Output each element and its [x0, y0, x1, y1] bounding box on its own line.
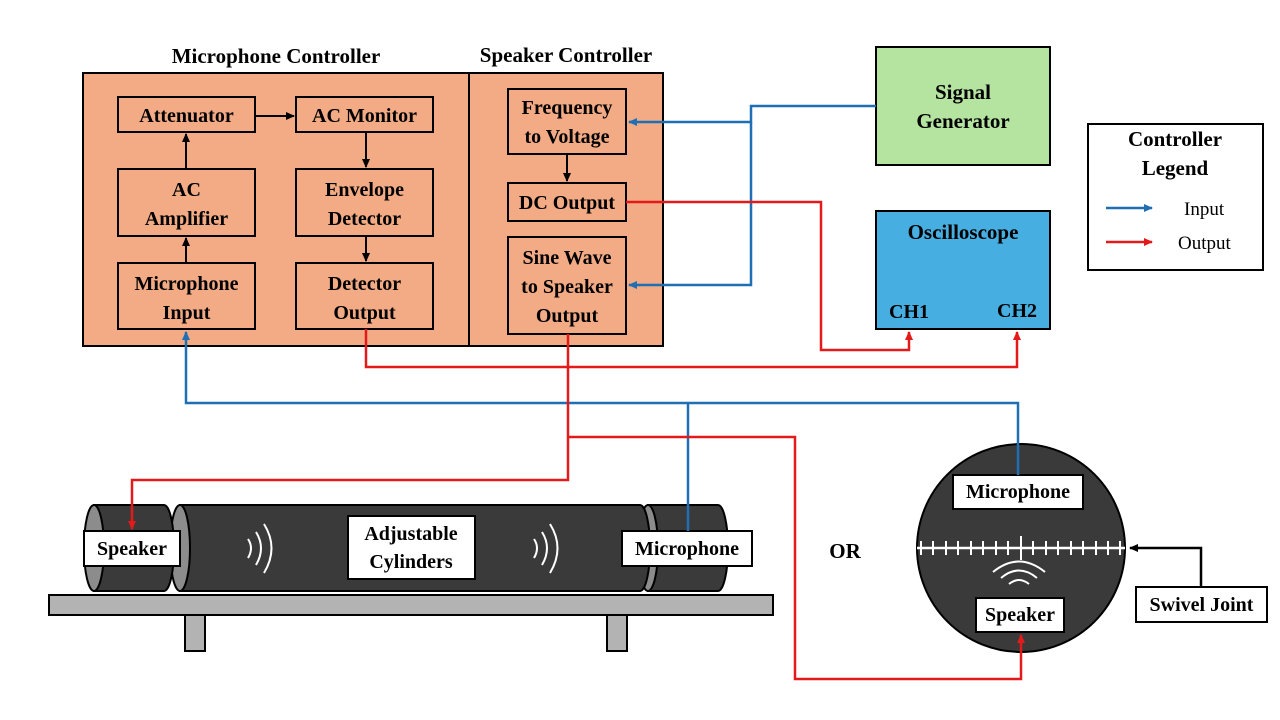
swivel-joint-tag: Swivel Joint — [1135, 586, 1268, 623]
svg-text:Speaker: Speaker — [985, 604, 1055, 626]
microphone-controller-heading: Microphone Controller — [172, 44, 381, 68]
circle-speaker-tag: Speaker — [975, 597, 1065, 633]
wire-sine-to-circle-speaker — [568, 435, 1025, 681]
wire-detector-to-ch2 — [364, 329, 1021, 369]
dc-output-block: DC Output — [507, 182, 627, 222]
ac-monitor-block: AC Monitor — [295, 96, 434, 133]
cylinder-microphone-tag: Microphone — [621, 530, 753, 567]
oscilloscope-block: Oscilloscope CH1 CH2 — [875, 210, 1051, 330]
svg-text:Speaker: Speaker — [97, 538, 167, 560]
cylinder-speaker-tag: Speaker — [83, 530, 181, 567]
legend-output-label: Output — [1178, 233, 1232, 254]
angle-scale — [920, 536, 1121, 560]
oscilloscope-ch2: CH2 — [997, 300, 1037, 322]
circle-microphone-tag: Microphone — [952, 474, 1084, 510]
oscilloscope-title: Oscilloscope — [908, 220, 1019, 244]
wire-sine-to-cylinder-speaker — [128, 334, 570, 530]
oscilloscope-ch1: CH1 — [889, 301, 929, 323]
wire-signal-to-frequency — [628, 104, 876, 126]
svg-text:Microphone: Microphone — [635, 538, 739, 560]
or-label: OR — [829, 539, 861, 563]
svg-text:Swivel Joint: Swivel Joint — [1150, 594, 1254, 616]
sound-waves-right-icon — [533, 523, 559, 574]
dc-output-label: DC Output — [519, 192, 615, 214]
sound-waves-left-icon — [247, 523, 273, 574]
wire-mic-to-controller — [182, 331, 1020, 475]
wire-dc-to-ch1 — [626, 200, 913, 352]
svg-text:Microphone: Microphone — [966, 481, 1070, 503]
legend-input-label: Input — [1184, 199, 1225, 220]
wire-signal-to-sine — [628, 122, 753, 289]
swivel-joint-arrow — [1129, 544, 1203, 587]
sound-waves-circle-icon — [992, 560, 1046, 585]
ac-monitor-label: AC Monitor — [312, 105, 417, 127]
attenuator-block: Attenuator — [117, 96, 256, 133]
attenuator-label: Attenuator — [139, 105, 234, 127]
input-wiring — [182, 104, 1020, 531]
bench-table — [48, 594, 774, 652]
speaker-controller-heading: Speaker Controller — [480, 43, 652, 67]
output-wiring — [128, 200, 1025, 681]
